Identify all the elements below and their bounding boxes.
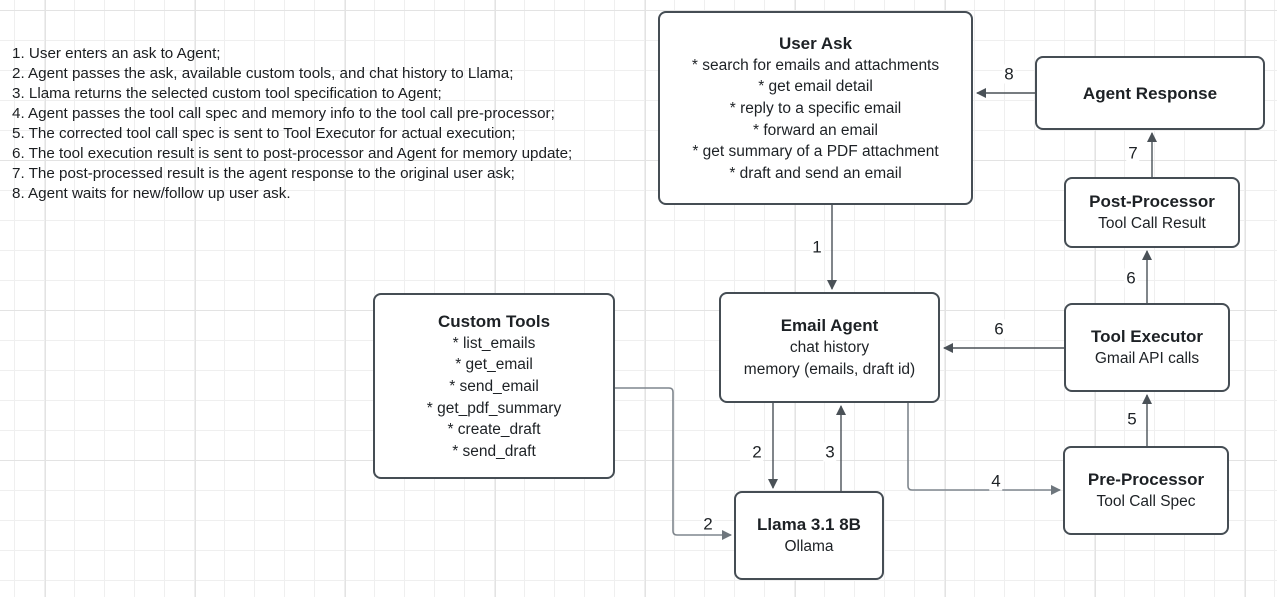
node-item: * send_email [449, 377, 539, 395]
node-title: Pre-Processor [1087, 470, 1205, 490]
node-item: * get summary of a PDF attachment [692, 143, 939, 161]
edge-custom-tools-to-llama[interactable] [615, 387, 732, 540]
flow-step: 7. The post-processed result is the agen… [12, 165, 515, 182]
node-item: * search for emails and attachments [691, 56, 940, 74]
node-item: * send_draft [452, 442, 536, 460]
flow-steps-legend: 1. User enters an ask to Agent; 2. Agent… [12, 44, 572, 204]
node-title: Tool Executor [1090, 327, 1204, 347]
edge-label-6a: 6 [992, 319, 1006, 339]
edge-label-3: 3 [823, 442, 837, 462]
node-title: Post-Processor [1089, 192, 1215, 212]
node-item: * get email detail [758, 78, 873, 96]
node-post-processor[interactable]: Post-Processor Tool Call Result [1064, 177, 1240, 248]
flow-step: 8. Agent waits for new/follow up user as… [12, 185, 291, 202]
node-tool-executor[interactable]: Tool Executor Gmail API calls [1064, 303, 1230, 392]
node-subtitle: Ollama [784, 538, 834, 556]
node-line: memory (emails, draft id) [743, 361, 916, 378]
node-item: * draft and send an email [729, 164, 902, 182]
node-subtitle: Gmail API calls [1094, 350, 1200, 368]
edge-label-6b: 6 [1124, 268, 1138, 288]
edge-email-agent-to-pre-processor[interactable] [907, 403, 1061, 495]
flow-step: 2. Agent passes the ask, available custo… [12, 65, 514, 82]
edge-label-2a: 2 [750, 442, 764, 462]
node-subtitle: Tool Call Spec [1096, 493, 1196, 511]
node-agent-response[interactable]: Agent Response [1035, 56, 1265, 130]
node-item: * create_draft [447, 421, 541, 439]
node-item: * forward an email [753, 121, 878, 139]
edge-label-5: 5 [1125, 409, 1139, 429]
node-llama[interactable]: Llama 3.1 8B Ollama [734, 491, 884, 580]
flow-step: 1. User enters an ask to Agent; [12, 45, 221, 62]
node-custom-tools[interactable]: Custom Tools * list_emails * get_email *… [373, 293, 615, 479]
node-user-ask[interactable]: User Ask * search for emails and attachm… [658, 11, 973, 205]
flow-step: 6. The tool execution result is sent to … [12, 145, 573, 162]
flow-step: 3. Llama returns the selected custom too… [12, 85, 442, 102]
edge-label-4: 4 [989, 471, 1003, 491]
flow-step: 5. The corrected tool call spec is sent … [12, 125, 516, 142]
node-title: Llama 3.1 8B [757, 515, 861, 535]
edge-label-8: 8 [1002, 64, 1016, 84]
node-item: * get_pdf_summary [426, 399, 562, 417]
edge-label-2b: 2 [701, 514, 715, 534]
node-line: chat history [789, 339, 870, 357]
node-pre-processor[interactable]: Pre-Processor Tool Call Spec [1063, 446, 1229, 535]
node-item: * reply to a specific email [729, 99, 902, 117]
node-title: Agent Response [1082, 83, 1218, 103]
node-item: * get_email [455, 356, 533, 374]
node-item: * list_emails [452, 334, 536, 352]
node-subtitle: Tool Call Result [1098, 215, 1206, 233]
node-email-agent[interactable]: Email Agent chat history memory (emails,… [719, 292, 940, 403]
edge-label-1: 1 [810, 237, 824, 257]
node-title: Custom Tools [437, 311, 551, 331]
edge-label-7: 7 [1126, 143, 1140, 163]
node-title: User Ask [778, 33, 853, 53]
node-title: Email Agent [780, 316, 879, 336]
flow-step: 4. Agent passes the tool call spec and m… [12, 105, 555, 122]
